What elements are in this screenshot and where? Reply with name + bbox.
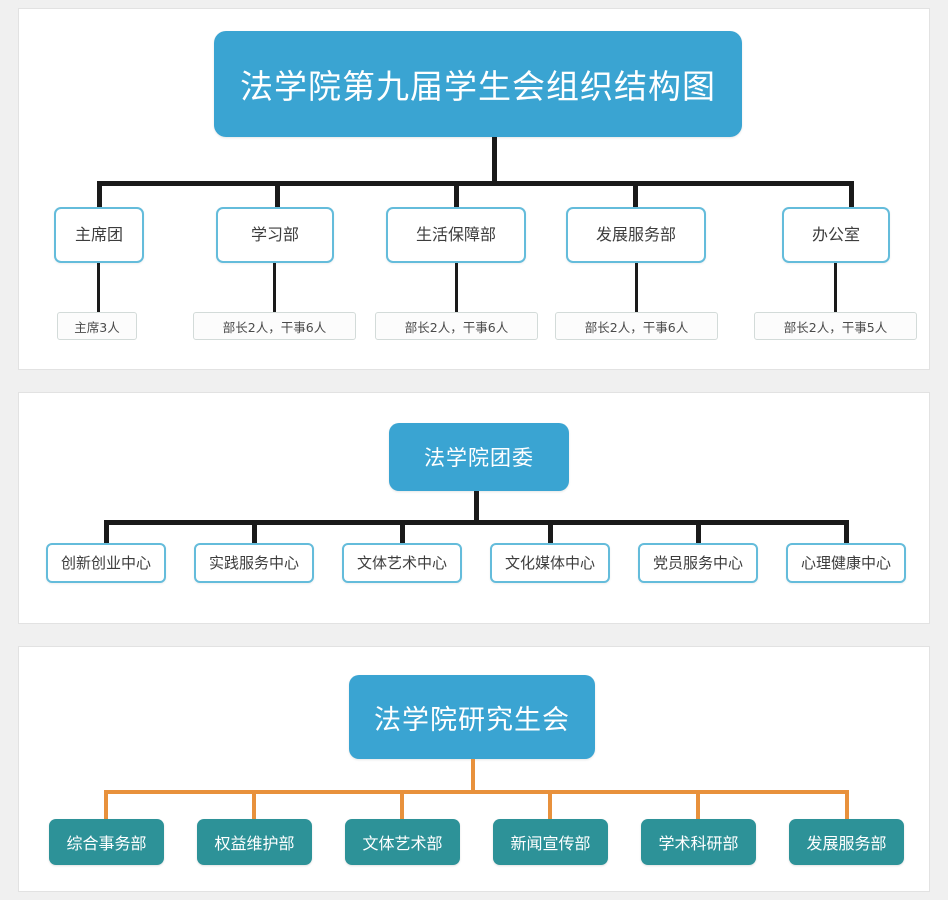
- node-grad-wentiyishubu[interactable]: 文体艺术部: [345, 819, 460, 865]
- staff-label: 主席3人: [74, 319, 120, 335]
- connector-drop-center-2: [252, 520, 257, 545]
- node-grad-xueshukeyanbu[interactable]: 学术科研部: [641, 819, 756, 865]
- connector-drop-center-5: [696, 520, 701, 545]
- node-label: 主席团: [74, 225, 123, 245]
- node-label: 文体艺术部: [362, 834, 443, 853]
- staff-label: 部长2人，干事6人: [404, 319, 509, 335]
- staff-count-fazhanfuwubu: 部长2人，干事6人: [555, 312, 718, 340]
- staff-count-zhuxituan: 主席3人: [57, 312, 137, 340]
- staff-count-shenghuobaozhangbu: 部长2人，干事6人: [375, 312, 538, 340]
- connector-dept-3-to-staff: [455, 263, 458, 313]
- connector-drop-dept-4: [633, 181, 638, 209]
- connector-trunk-grad: [471, 759, 475, 793]
- connector-trunk-students: [492, 137, 497, 184]
- node-center-shijianfuwu[interactable]: 实践服务中心: [194, 543, 314, 583]
- panel-student-union: 法学院第九届学生会组织结构图 主席团 学习部 生活保障部 发展服务部 办公室: [18, 8, 930, 370]
- node-center-chuangxinchuangye[interactable]: 创新创业中心: [46, 543, 166, 583]
- node-label: 发展服务部: [806, 834, 887, 853]
- node-label: 办公室: [811, 225, 860, 245]
- node-label: 创新创业中心: [60, 553, 151, 572]
- node-label: 党员服务中心: [652, 553, 743, 572]
- connector-drop-dept-1: [97, 181, 102, 209]
- connector-bus-grad: [104, 790, 849, 794]
- node-label: 发展服务部: [595, 225, 676, 245]
- node-center-dangyuanfuwu[interactable]: 党员服务中心: [638, 543, 758, 583]
- node-center-xinlijiankang[interactable]: 心理健康中心: [786, 543, 906, 583]
- connector-drop-center-6: [844, 520, 849, 545]
- node-label: 实践服务中心: [208, 553, 299, 572]
- connector-drop-center-4: [548, 520, 553, 545]
- connector-drop-center-3: [400, 520, 405, 545]
- node-department-fazhanfuwubu[interactable]: 发展服务部: [566, 207, 706, 263]
- node-grad-fazhanfuwubu[interactable]: 发展服务部: [789, 819, 904, 865]
- connector-drop-center-1: [104, 520, 109, 545]
- connector-drop-dept-2: [275, 181, 280, 209]
- node-label: 文化媒体中心: [504, 553, 595, 572]
- node-grad-zonghheshiwubu[interactable]: 综合事务部: [49, 819, 164, 865]
- connector-trunk-league: [474, 491, 479, 523]
- connector-drop-grad-4: [548, 790, 552, 822]
- node-department-zhuxituan[interactable]: 主席团: [54, 207, 144, 263]
- node-center-wenhuameiti[interactable]: 文化媒体中心: [490, 543, 610, 583]
- node-label: 权益维护部: [214, 834, 295, 853]
- connector-bus-league: [104, 520, 849, 525]
- node-label: 心理健康中心: [800, 553, 891, 572]
- node-department-xuexibu[interactable]: 学习部: [216, 207, 334, 263]
- panel-league-committee: 法学院团委 创新创业中心 实践服务中心 文体艺术中心 文化媒体中心 党员服务中心…: [18, 392, 930, 624]
- node-center-wentiyishu[interactable]: 文体艺术中心: [342, 543, 462, 583]
- connector-bus-students: [97, 181, 854, 186]
- connector-dept-1-to-staff: [97, 263, 100, 313]
- connector-dept-5-to-staff: [834, 263, 837, 313]
- panel-graduate-union: 法学院研究生会 综合事务部 权益维护部 文体艺术部 新闻宣传部 学术科研部 发展…: [18, 646, 930, 892]
- connector-drop-dept-5: [849, 181, 854, 209]
- connector-dept-2-to-staff: [273, 263, 276, 313]
- connector-drop-dept-3: [454, 181, 459, 209]
- node-grad-xinwenxuanchuanbu[interactable]: 新闻宣传部: [493, 819, 608, 865]
- staff-count-xuexibu: 部长2人，干事6人: [193, 312, 356, 340]
- node-label: 新闻宣传部: [510, 834, 591, 853]
- node-department-shenghuobaozhangbu[interactable]: 生活保障部: [386, 207, 526, 263]
- node-label: 文体艺术中心: [356, 553, 447, 572]
- header-league-committee: 法学院团委: [389, 423, 569, 491]
- header-student-union: 法学院第九届学生会组织结构图: [214, 31, 742, 137]
- connector-drop-grad-5: [696, 790, 700, 822]
- connector-dept-4-to-staff: [635, 263, 638, 313]
- header-graduate-union: 法学院研究生会: [349, 675, 595, 759]
- connector-drop-grad-2: [252, 790, 256, 822]
- node-label: 学习部: [250, 225, 299, 245]
- node-department-bangongshi[interactable]: 办公室: [782, 207, 890, 263]
- staff-label: 部长2人，干事6人: [584, 319, 689, 335]
- node-label: 学术科研部: [658, 834, 739, 853]
- staff-count-bangongshi: 部长2人，干事5人: [754, 312, 917, 340]
- staff-label: 部长2人，干事6人: [222, 319, 327, 335]
- connector-drop-grad-3: [400, 790, 404, 822]
- node-label: 综合事务部: [66, 834, 147, 853]
- connector-drop-grad-6: [845, 790, 849, 822]
- node-label: 生活保障部: [415, 225, 496, 245]
- staff-label: 部长2人，干事5人: [783, 319, 888, 335]
- connector-drop-grad-1: [104, 790, 108, 822]
- node-grad-quanyiweihubu[interactable]: 权益维护部: [197, 819, 312, 865]
